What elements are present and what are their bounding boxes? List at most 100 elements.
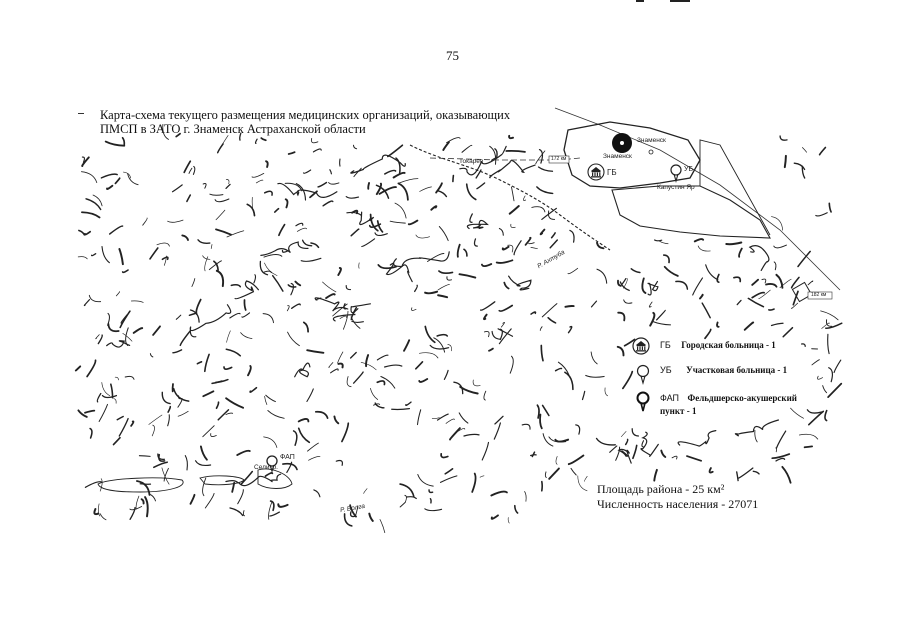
map-label-tokarev: Токарев (459, 158, 484, 165)
terrain-stroke (584, 475, 588, 482)
terrain-stroke (536, 404, 540, 419)
terrain-stroke (458, 428, 466, 432)
terrain-stroke (175, 314, 182, 320)
terrain-stroke (241, 312, 251, 318)
terrain-stroke (595, 437, 616, 446)
terrain-stroke (226, 230, 245, 238)
terrain-stroke (407, 219, 419, 226)
terrain-stroke (824, 322, 843, 329)
terrain-stroke (240, 470, 254, 485)
terrain-stroke (539, 413, 543, 430)
terrain-stroke (465, 183, 477, 201)
terrain-stroke (349, 351, 357, 359)
terrain-stroke (411, 307, 417, 311)
terrain-stroke (345, 196, 360, 199)
terrain-stroke (624, 438, 629, 446)
terrain-stroke (590, 351, 598, 365)
terrain-stroke (360, 361, 377, 371)
terrain-stroke (663, 265, 679, 277)
terrain-stroke (653, 239, 663, 242)
terrain-stroke (479, 301, 496, 311)
terrain-stroke (121, 269, 129, 274)
terrain-stroke (510, 223, 516, 228)
terrain-stroke (424, 290, 439, 295)
terrain-stroke (93, 508, 100, 516)
terrain-stroke (115, 291, 121, 297)
terrain-stroke (825, 319, 833, 327)
terrain-stroke (417, 474, 434, 487)
terrain-stroke (204, 353, 210, 373)
terrain-stroke (429, 344, 450, 350)
terrain-stroke (508, 134, 514, 140)
terrain-stroke (779, 135, 788, 141)
terrain-stroke (375, 182, 383, 196)
terrain-stroke (151, 424, 155, 437)
terrain-stroke (483, 313, 488, 321)
terrain-stroke (281, 249, 289, 253)
terrain-stroke (202, 477, 207, 497)
terrain-stroke (716, 321, 720, 328)
terrain-stroke (90, 253, 97, 257)
terrain-stroke (330, 368, 339, 374)
terrain-stroke (555, 456, 558, 465)
fap-map-pin[interactable] (266, 455, 278, 473)
terrain-stroke (179, 330, 191, 347)
terrain-stroke (343, 310, 349, 330)
terrain-stroke (621, 431, 627, 438)
terrain-stroke (368, 223, 382, 228)
terrain-stroke (498, 304, 514, 312)
terrain-stroke (392, 171, 406, 179)
terrain-stroke (84, 409, 96, 414)
terrain-stroke (738, 247, 743, 258)
terrain-stroke (428, 489, 434, 494)
terrain-stroke (775, 430, 787, 449)
terrain-stroke (581, 390, 586, 401)
terrain-stroke (229, 312, 241, 319)
terrain-stroke (373, 403, 381, 406)
terrain-stroke (758, 289, 771, 300)
terrain-stroke (820, 310, 839, 321)
terrain-stroke (194, 460, 212, 467)
terrain-stroke (225, 179, 230, 185)
terrain-stroke (498, 328, 512, 345)
terrain-stroke (225, 183, 231, 190)
znamensk-small-dot (648, 149, 654, 155)
terrain-stroke (363, 488, 368, 494)
terrain-stroke (310, 137, 319, 144)
terrain-stroke (803, 445, 813, 449)
terrain-stroke (539, 228, 546, 236)
terrain-stroke (692, 277, 704, 296)
terrain-stroke (544, 471, 547, 478)
terrain-stroke (89, 427, 93, 439)
terrain-stroke (575, 424, 581, 435)
terrain-stroke (430, 205, 438, 211)
terrain-stroke (135, 495, 140, 510)
terrain-stroke (505, 149, 526, 153)
terrain-stroke (92, 194, 103, 207)
terrain-stroke (310, 242, 320, 249)
terrain-stroke (783, 154, 787, 169)
terrain-stroke (655, 309, 666, 321)
terrain-stroke (686, 455, 703, 462)
district-hospital-map-pin[interactable] (670, 164, 682, 184)
legend-abbr: УБ (660, 365, 672, 375)
terrain-stroke (172, 387, 190, 402)
terrain-channel (314, 297, 349, 312)
terrain-stroke (716, 273, 720, 284)
terrain-stroke (339, 315, 347, 319)
terrain-stroke (104, 140, 126, 147)
city-hospital-map-icon[interactable] (587, 163, 605, 181)
terrain-stroke (752, 470, 760, 475)
terrain-stroke (96, 392, 102, 403)
terrain-stroke (377, 264, 397, 270)
terrain-stroke (535, 150, 546, 165)
legend-abbr: ГБ (660, 340, 671, 350)
terrain-stroke (483, 331, 490, 338)
road-sign-box (548, 155, 570, 164)
terrain-stroke (736, 471, 739, 482)
terrain-stroke (108, 225, 124, 235)
terrain-stroke (86, 359, 97, 378)
terrain-stroke (301, 239, 313, 247)
terrain-stroke (437, 190, 448, 198)
